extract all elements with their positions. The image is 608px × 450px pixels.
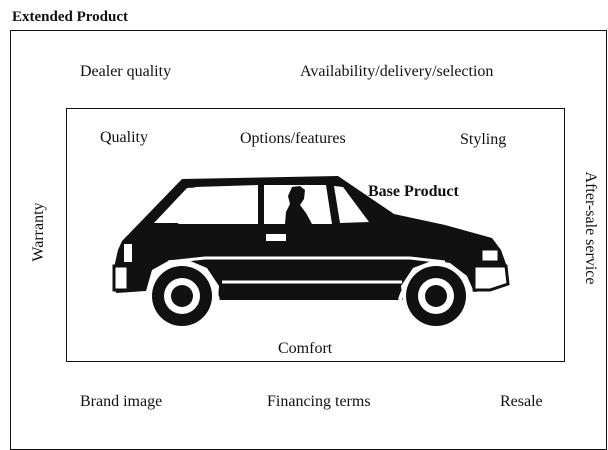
front-bumper xyxy=(472,264,510,292)
label-availability-delivery-selection: Availability/delivery/selection xyxy=(300,63,494,80)
label-options-features: Options/features xyxy=(240,130,346,147)
rear-side-window xyxy=(178,185,258,224)
b-pillar xyxy=(258,183,264,225)
rear-bumper xyxy=(112,264,130,292)
label-comfort: Comfort xyxy=(278,340,333,357)
windshield-gap xyxy=(334,186,369,223)
label-quality: Quality xyxy=(100,129,148,146)
car-illustration xyxy=(112,176,510,326)
body-crease xyxy=(167,256,446,264)
label-dealer-quality: Dealer quality xyxy=(80,63,172,80)
label-base-product: Base Product xyxy=(368,183,459,200)
door-handle xyxy=(266,234,286,241)
tail-light xyxy=(124,244,132,262)
driver-silhouette xyxy=(285,186,312,224)
rear-wheel-hub xyxy=(171,285,193,307)
head-light xyxy=(481,249,499,262)
label-resale: Resale xyxy=(500,393,543,410)
base-product-box xyxy=(66,108,565,362)
label-financing-terms: Financing terms xyxy=(267,393,371,410)
diagram-title: Extended Product xyxy=(12,9,128,25)
front-wheel-hub xyxy=(425,285,447,307)
label-brand-image: Brand image xyxy=(80,393,163,410)
label-styling: Styling xyxy=(460,131,507,148)
